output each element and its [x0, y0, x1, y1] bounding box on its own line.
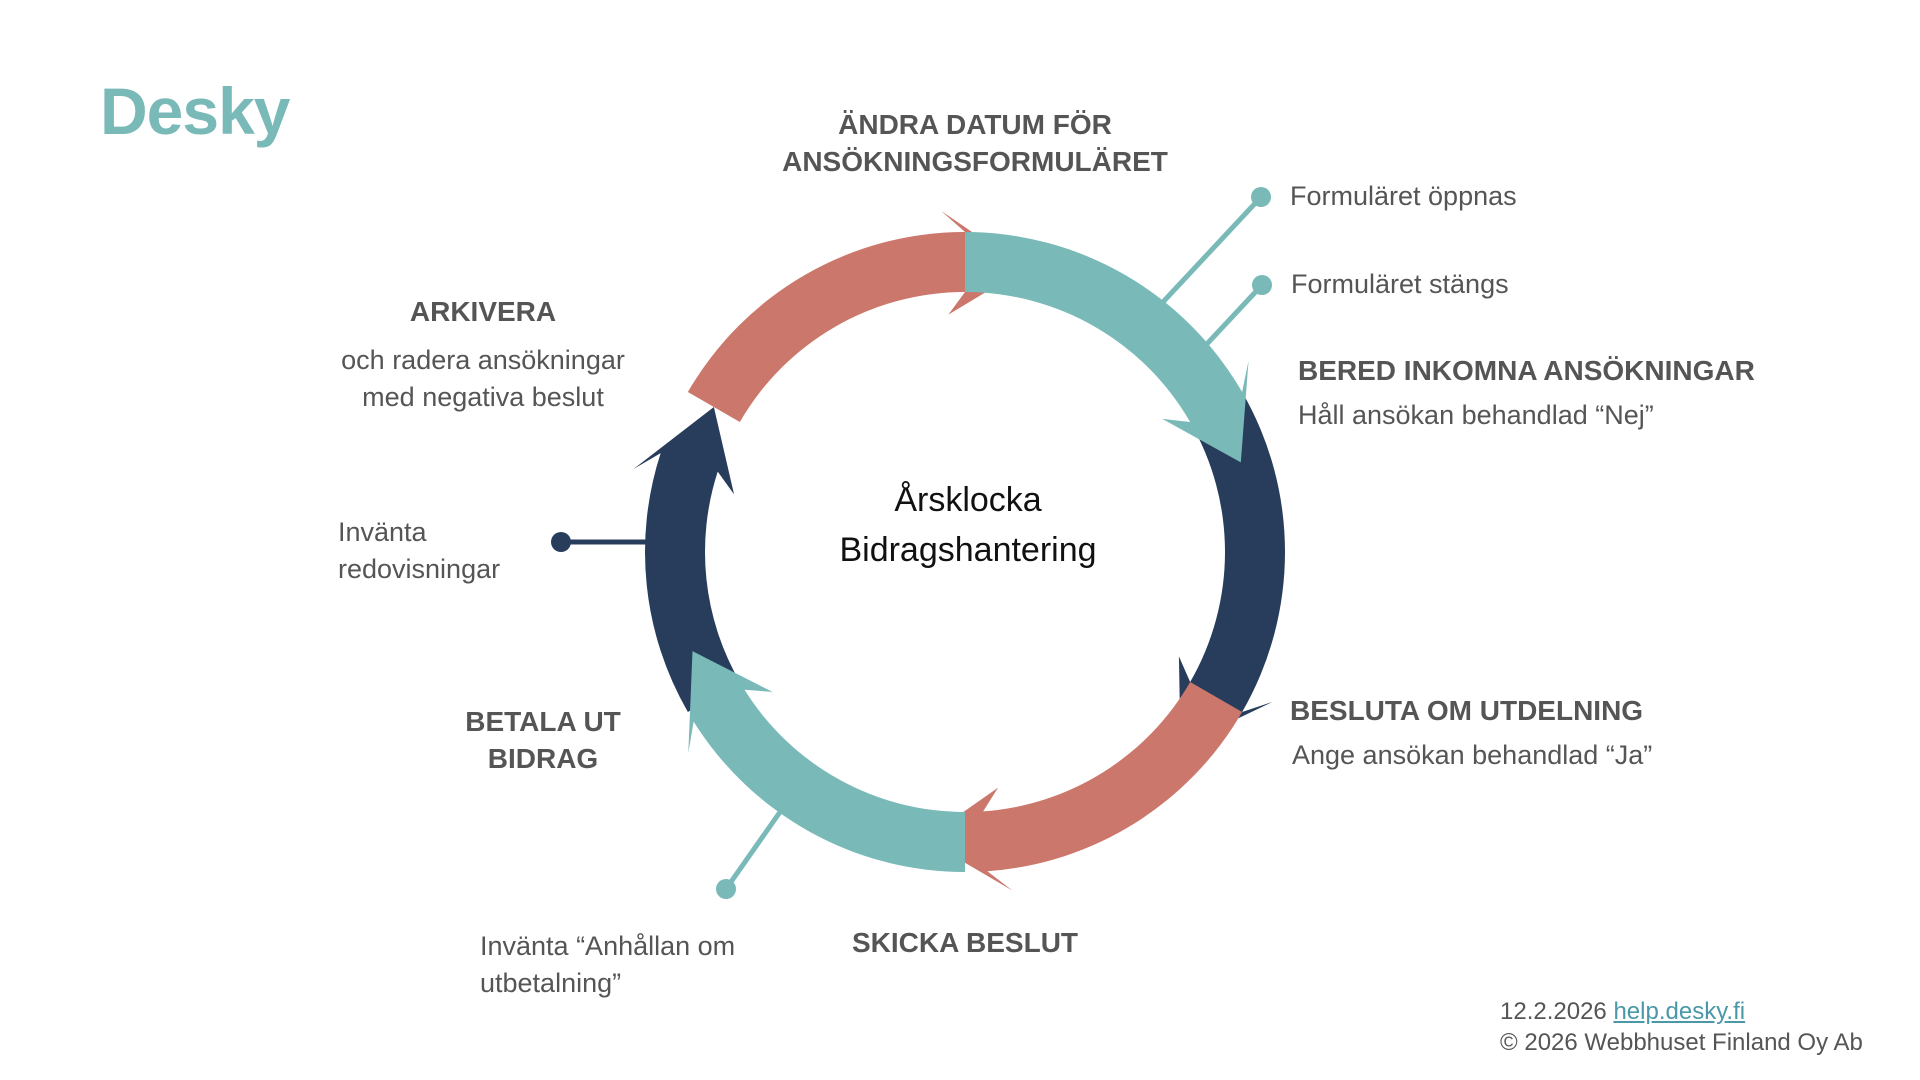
- stage-prepare-applications: BERED INKOMNA ANSÖKNINGAR Håll ansökan b…: [1298, 352, 1755, 434]
- form-closes-connector: [1203, 283, 1264, 348]
- await-payment-connector: [723, 810, 783, 891]
- stage-title-line: ÄNDRA DATUM FÖR: [838, 109, 1112, 140]
- arrow-segment-top-red: [687, 210, 1026, 422]
- milestone-line: redovisningar: [338, 554, 501, 584]
- stage-subtitle-line: med negativa beslut: [362, 382, 604, 412]
- stage-change-form-dates: ÄNDRA DATUM FÖR ANSÖKNINGSFORMULÄRET: [725, 106, 1225, 180]
- stage-title: BESLUTA OM UTDELNING: [1290, 695, 1644, 726]
- footer: 12.2.2026 help.desky.fi © 2026 Webbhuset…: [1500, 996, 1863, 1058]
- stage-send-decision: SKICKA BESLUT: [851, 927, 1079, 958]
- help-link[interactable]: help.desky.fi: [1613, 998, 1746, 1025]
- arrow-segment-lower-left-teal: [688, 651, 965, 872]
- stage-title: ARKIVERA: [409, 296, 557, 327]
- milestone-await-payment-request: Invänta “Anhållan om utbetalning”: [480, 928, 735, 1002]
- arrow-segment-lower-right-red: [924, 682, 1243, 891]
- stage-title-line: BIDRAG: [487, 743, 599, 774]
- milestone-form-opens: Formuläret öppnas: [1290, 181, 1517, 211]
- milestone-line: Invänta: [338, 517, 427, 547]
- form-opens-connector: [1161, 195, 1263, 304]
- arrow-segment-upper-right-teal: [965, 232, 1249, 463]
- milestone-line: Invänta “Anhållan om: [480, 931, 736, 961]
- milestone-line: utbetalning”: [480, 968, 622, 998]
- footer-date-line: 12.2.2026 help.desky.fi: [1500, 996, 1863, 1027]
- await-payment-dot: [716, 879, 736, 899]
- stage-archive: ARKIVERA och radera ansökningar med nega…: [293, 293, 673, 416]
- arrow-segment-right-navy: [1178, 392, 1285, 747]
- form-opens-dot: [1251, 187, 1271, 207]
- milestone-await-reports: Invänta redovisningar: [338, 514, 500, 588]
- desky-logo: Desky: [100, 74, 290, 148]
- stage-title: BERED INKOMNA ANSÖKNINGAR: [1298, 355, 1755, 386]
- await-reports-dot: [551, 532, 571, 552]
- milestone-form-closes: Formuläret stängs: [1291, 269, 1509, 299]
- stage-subtitle-line: och radera ansökningar: [341, 345, 625, 375]
- center-title-line: Bidragshantering: [839, 531, 1097, 569]
- footer-copyright: © 2026 Webbhuset Finland Oy Ab: [1500, 1029, 1863, 1056]
- footer-date: 12.2.2026: [1500, 998, 1607, 1025]
- form-closes-dot: [1252, 275, 1272, 295]
- stage-subtitle: Ange ansökan behandlad “Ja”: [1292, 740, 1653, 770]
- center-title-line: Årsklocka: [894, 481, 1042, 519]
- stage-title-line: ANSÖKNINGSFORMULÄRET: [782, 146, 1168, 177]
- stage-pay-grants: BETALA UT BIDRAG: [393, 703, 693, 777]
- stage-decide-distribution: BESLUTA OM UTDELNING Ange ansökan behand…: [1290, 692, 1652, 774]
- diagram-center-title: Årsklocka Bidragshantering: [768, 475, 1168, 575]
- stage-title-line: BETALA UT: [465, 706, 621, 737]
- stage-subtitle: Håll ansökan behandlad “Nej”: [1298, 400, 1654, 430]
- arrow-segment-left-navy: [633, 407, 740, 712]
